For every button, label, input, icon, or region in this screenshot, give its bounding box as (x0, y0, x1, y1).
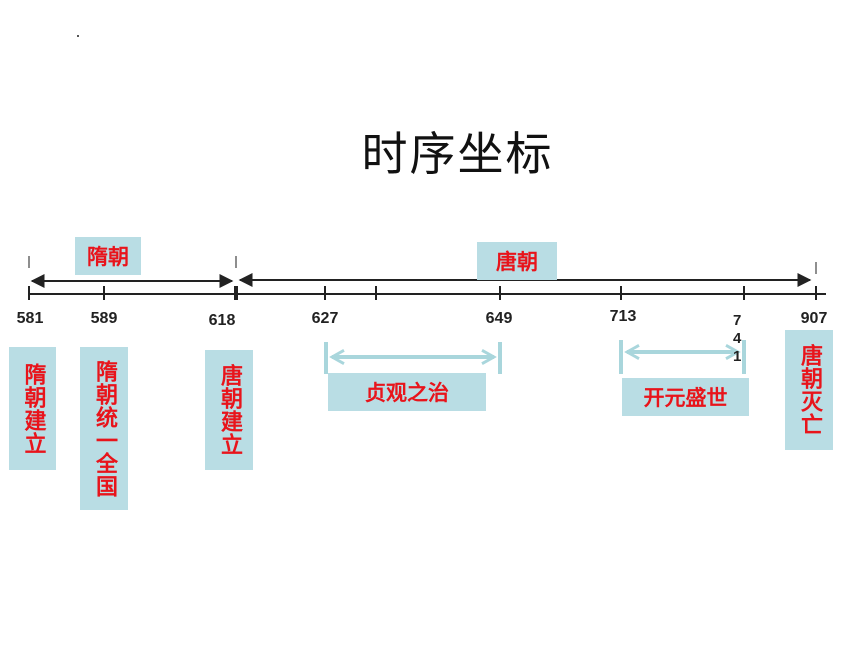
year-label-907: 907 (800, 310, 828, 327)
event-sui-unified: 隋朝统一全国 (80, 347, 128, 510)
event-sui-founded: 隋朝建立 (9, 347, 56, 470)
page-title: 时序坐标 (361, 127, 554, 181)
year-label-741: 741 (733, 312, 742, 365)
year-label-581: 581 (16, 310, 44, 327)
event-tang-founded: 唐朝建立 (205, 350, 253, 470)
tang-dynasty-label: 唐朝 (477, 242, 557, 280)
year-label-589: 589 (90, 310, 118, 327)
sui-dynasty-label: 隋朝 (75, 237, 141, 275)
event-tang-fall: 唐朝灭亡 (785, 330, 833, 450)
year-label-713: 713 (609, 308, 637, 325)
event-zhenguan: 贞观之治 (328, 373, 486, 411)
event-kaiyuan: 开元盛世 (622, 378, 749, 416)
stray-dot (77, 35, 79, 37)
year-label-618: 618 (208, 312, 236, 329)
year-label-627: 627 (311, 310, 339, 327)
year-label-649: 649 (485, 310, 513, 327)
